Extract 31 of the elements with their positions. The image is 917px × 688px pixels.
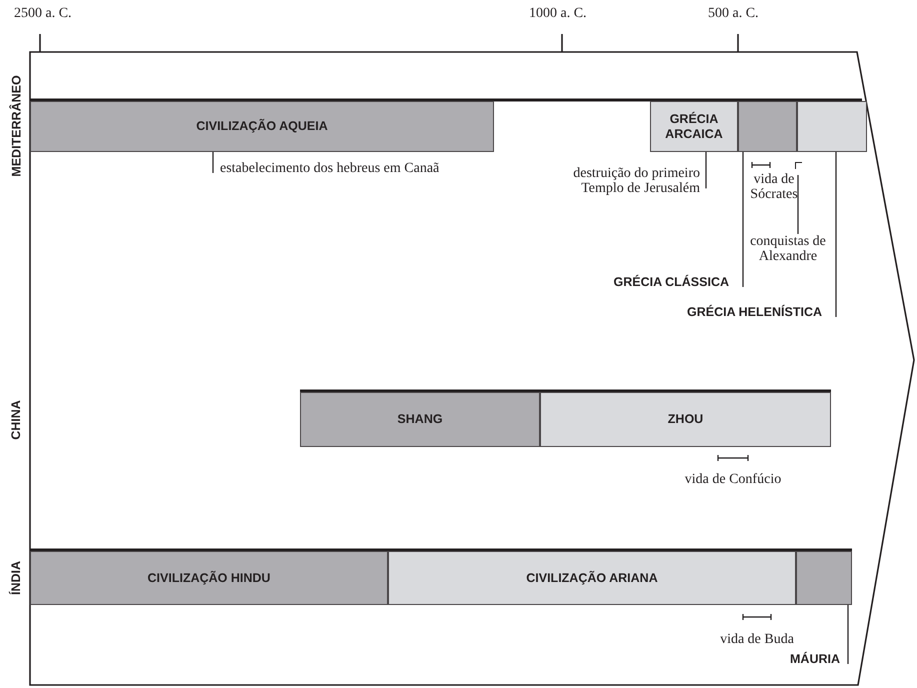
annotation-text: vida de Buda [719,632,795,647]
annotation-text: vida de Confúcio [684,472,782,487]
period-bar: CIVILIZAÇÃO HINDU [30,551,388,605]
leader-line [797,175,799,234]
span-marker [795,162,802,169]
period-label: GRÉCIA CLÁSSICA [560,275,743,292]
leader-line [705,152,707,188]
axis-label: 1000 a. C. [529,6,587,21]
leader-line [742,152,744,287]
row-label: ÍNDIA [9,560,24,596]
period-bar: CIVILIZAÇÃO AQUEIA [30,101,494,152]
period-bar: CIVILIZAÇÃO ARIANA [388,551,796,605]
row-label: CHINA [8,400,23,440]
annotation-text: conquistas de Alexandre [738,234,838,266]
leader-line [835,152,837,317]
leader-line [847,605,849,664]
period-bar [738,101,797,152]
annotation-text: destruição do primeiro Templo de Jerusalém [548,166,706,198]
axis-label: 2500 a. C. [14,6,72,21]
annotation-text: estabelecimento dos hebreus em Canaã [213,161,513,178]
period-label: MÁURIA [760,652,848,669]
period-label: GRÉCIA HELENÍSTICA [620,305,836,322]
period-bar [797,101,867,152]
leader-line [212,152,214,173]
period-bar [796,551,852,605]
row-label: MEDITERRÂNEO [9,75,24,177]
period-bar: SHANG [300,392,540,447]
period-bar: GRÉCIA ARCAICA [650,101,738,152]
axis-label: 500 a. C. [708,6,759,21]
annotation-text: vida de Sócrates [749,172,799,202]
period-bar: ZHOU [540,392,831,447]
